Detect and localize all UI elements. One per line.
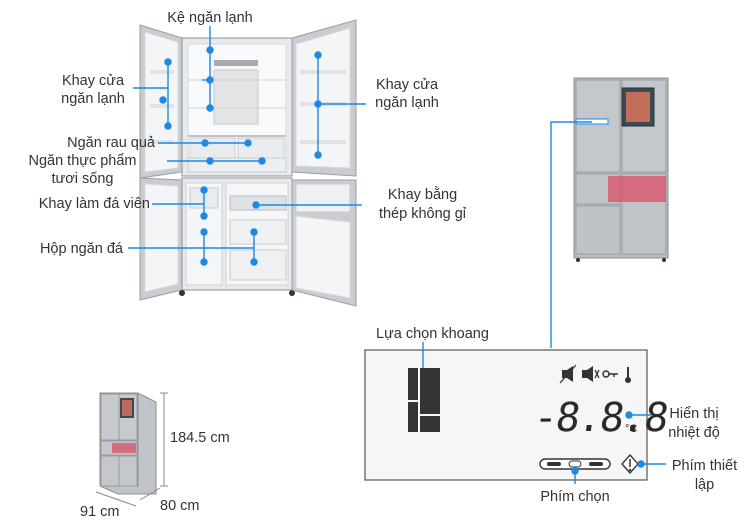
left-lower-door [139,177,183,301]
label-lua-chon-khoang: Lựa chọn khoang [376,326,489,342]
dimension-width: 91 cm [80,504,120,520]
status-icons [559,364,631,384]
right-upper-door [291,19,357,177]
label-ngan-rau-qua: Ngăn rau quả [67,135,155,151]
label-hien-thi-1: Hiển thị [669,406,719,422]
panel-callouts [571,411,666,484]
label-hien-thi-2: nhiệt độ [668,425,720,441]
compartment-selector-icon [408,368,440,432]
settings-diamond-icon [621,453,639,475]
label-phim-thiet-2: lập [694,477,715,493]
label-ngan-thuc-pham-2: tươi sống [51,171,114,187]
dimension-depth: 80 cm [160,498,200,514]
label-khay-cua-left-2: ngăn lạnh [61,91,125,107]
select-button-graphic [539,458,611,470]
fridge-cabinet-lower [179,177,295,296]
label-khay-lam-da: Khay làm đá viên [38,196,150,212]
label-phim-chon: Phím chọn [540,489,610,505]
label-khay-cua-right-2: ngăn lạnh [375,95,439,111]
callout-lines [128,26,366,266]
fridge-cabinet-upper [181,37,293,177]
label-ke-ngan-lanh: Kệ ngăn lạnh [167,10,253,26]
label-khay-cua-left-1: Khay cửa [61,73,125,89]
label-hop-ngan-da: Hộp ngăn đá [39,241,123,257]
right-lower-door [291,179,357,307]
label-khay-bang-thep-1: Khay bằng [387,187,458,203]
temperature-unit: °C [625,423,638,435]
label-ngan-thuc-pham-1: Ngăn thực phẩm [28,153,137,169]
label-khay-bang-thep-2: thép không gỉ [378,206,467,222]
label-khay-cua-right-1: Khay cửa [375,77,439,93]
label-phim-thiet-1: Phím thiết [671,458,738,474]
dimension-height: 184.5 cm [170,430,230,446]
temperature-display: -8.8.8 [530,395,670,441]
